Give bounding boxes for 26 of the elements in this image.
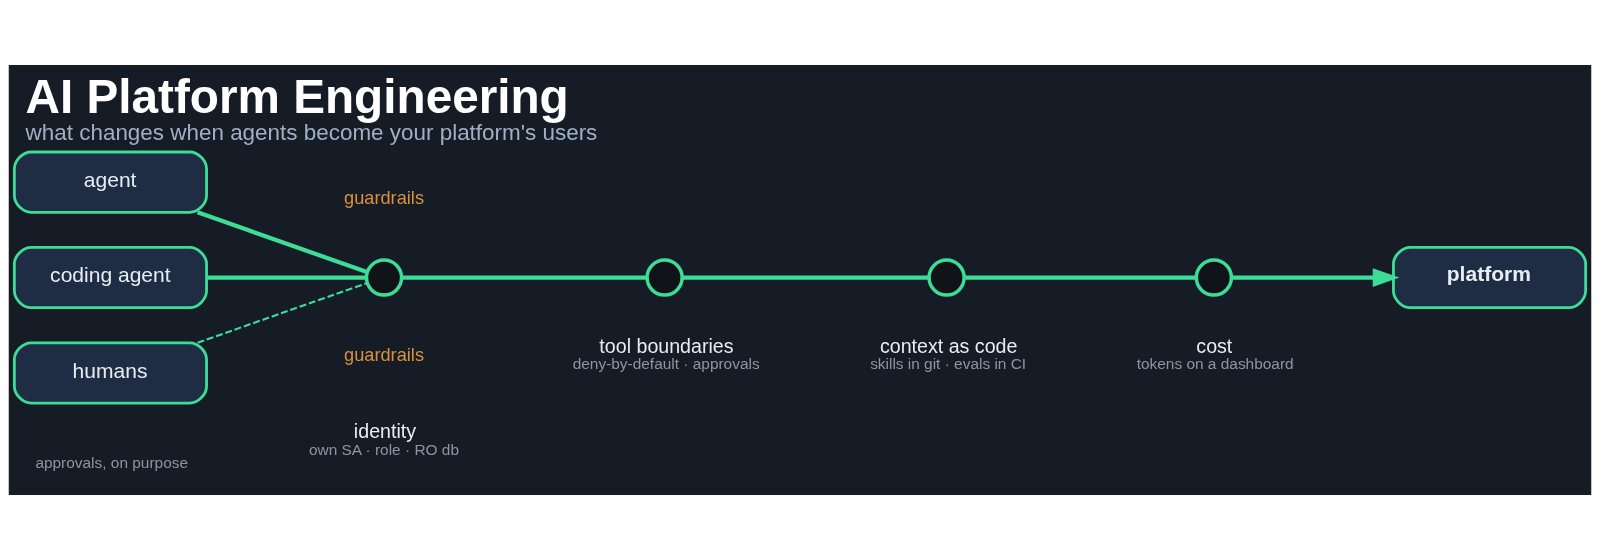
connector	[682, 275, 929, 280]
arrow	[1231, 268, 1400, 287]
node-box: platform	[1392, 245, 1588, 310]
diagram-title: AI Platform Engineering	[25, 69, 569, 123]
node-label: identity	[353, 420, 417, 443]
connector	[401, 275, 648, 280]
node-box: agent	[12, 150, 208, 214]
node-circle	[1194, 258, 1234, 297]
node-circle	[645, 258, 684, 297]
label: guardrails	[344, 186, 425, 208]
node-label: approvals, on purpose	[35, 454, 189, 472]
node-label: skills in git · evals in CI	[870, 355, 1027, 373]
connector	[197, 282, 368, 344]
connector	[206, 275, 367, 280]
node-label: deny-by-default · approvals	[572, 355, 760, 373]
connector	[196, 210, 368, 274]
node-circle	[927, 258, 966, 297]
node-label: context as code	[879, 334, 1018, 357]
node-label: tokens on a dashboard	[1136, 355, 1294, 373]
label: guardrails	[344, 343, 425, 365]
node-label: tool boundaries	[599, 334, 734, 357]
node-label: cost	[1196, 334, 1233, 357]
connector	[964, 275, 1196, 280]
node-circle	[364, 258, 404, 297]
node-box: humans	[12, 341, 208, 405]
node-box: coding agent	[12, 245, 208, 310]
